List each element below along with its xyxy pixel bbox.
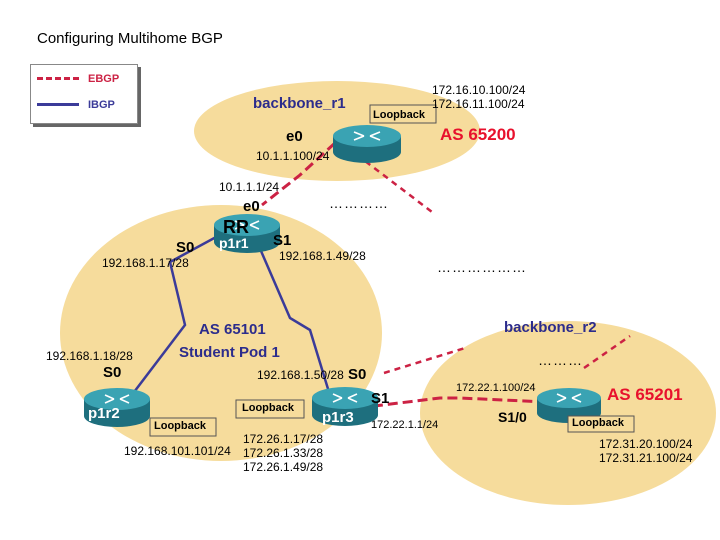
- p1r3-s1-label: S1: [371, 390, 390, 407]
- loopback-box-r2: [567, 415, 635, 433]
- p1r2-s0-label: S0: [103, 364, 122, 381]
- ibgp-link-p1r1-p1r3: [256, 243, 334, 403]
- backbone-r2-lo1: 172.31.20.100/24: [599, 437, 693, 451]
- backbone-r2-name: backbone_r2: [504, 319, 597, 336]
- ibgp-link-p1r1-p1r2: [127, 234, 219, 401]
- as65201-label: AS 65201: [607, 385, 683, 404]
- backbone-r1-loopback: Loopback: [373, 109, 425, 121]
- backbone-r1-e0-label: e0: [286, 128, 303, 145]
- ebgp-link-r1-p1r1-dotted: [347, 147, 433, 213]
- student-pod-label: Student Pod 1: [179, 344, 280, 361]
- p1r3-lo1: 172.26.1.17/28: [243, 432, 324, 446]
- p1r3-s0-ip: 192.168.1.50/28: [257, 368, 344, 382]
- ebgp-legend-line: [37, 77, 79, 80]
- ebgp-link-r1-p1r1: [261, 141, 337, 207]
- router-arrows-icon: [332, 393, 358, 403]
- p1r3-lo3: 172.26.1.49/28: [243, 460, 324, 474]
- p1r1-s0-ip: 192.168.1.17/28: [102, 256, 189, 270]
- p1r1-s1-label: S1: [273, 232, 292, 249]
- dots-3: ………: [538, 352, 583, 368]
- router-p1r1[interactable]: [214, 214, 280, 253]
- backbone-r2-s1-0-label: S1/0: [498, 409, 527, 425]
- p1r2-loopback: Loopback: [154, 420, 206, 432]
- router-backbone-r1[interactable]: [333, 125, 401, 163]
- ebgp-legend-label: EBGP: [88, 73, 120, 85]
- router-arrows-icon: [353, 131, 381, 141]
- p1r3-s1-ip: 172.22.1.1/24: [371, 419, 439, 431]
- loopback-box-p1r2: [149, 417, 217, 437]
- as65101-label: AS 65101: [199, 321, 266, 338]
- p1r1-s0-label: S0: [176, 239, 195, 256]
- ibgp-legend-label: IBGP: [88, 99, 115, 111]
- dots-2: ………………: [437, 259, 527, 275]
- ebgp-link-r2-dotted: [583, 334, 631, 370]
- ibgp-legend-line: [37, 103, 79, 106]
- router-arrows-icon: [234, 220, 260, 230]
- p1r3-lo2: 172.26.1.33/28: [243, 446, 324, 460]
- p1r1-s1-ip: 192.168.1.49/28: [279, 249, 366, 263]
- ebgp-link-pod-r2-dotted: [383, 346, 466, 375]
- p1r3-loopback: Loopback: [242, 402, 294, 414]
- legend: EBGP IBGP: [30, 64, 138, 124]
- p1r1-e0-label: e0: [243, 198, 260, 215]
- router-backbone-r2[interactable]: [537, 388, 601, 423]
- p1r2-s0-ip: 192.168.1.18/28: [46, 349, 133, 363]
- p1r2-name: p1r2: [88, 405, 120, 422]
- loopback-box-p1r3: [235, 399, 305, 419]
- backbone-r2-s1-0-ip: 172.22.1.100/24: [456, 382, 536, 394]
- p1r2-lo-ip: 192.168.101.101/24: [124, 444, 231, 458]
- diagram-title: Configuring Multihome BGP: [37, 30, 223, 47]
- p1r3-s0-label: S0: [348, 366, 367, 383]
- p1r3-name: p1r3: [322, 409, 354, 426]
- backbone-r1-lo2: 172.16.11.100/24: [432, 97, 525, 111]
- router-p1r2[interactable]: [84, 388, 150, 427]
- loopback-box-r1: [369, 104, 437, 124]
- backbone-r2-lo2: 172.31.21.100/24: [599, 451, 693, 465]
- router-arrows-icon: [104, 394, 130, 404]
- backbone-r1-lo1: 172.16.10.100/24: [432, 83, 526, 97]
- p1r1-name: p1r1: [219, 235, 249, 251]
- dots-1: …………: [329, 195, 389, 211]
- backbone-r1-e0-ip: 10.1.1.100/24: [256, 149, 330, 163]
- router-arrows-icon: [556, 393, 582, 403]
- as65200-label: AS 65200: [440, 125, 516, 144]
- ebgp-link-p1r3-r2: [357, 396, 547, 410]
- backbone-r1-name: backbone_r1: [253, 95, 346, 112]
- router-p1r3[interactable]: [312, 387, 378, 426]
- p1r1-e0-ip: 10.1.1.1/24: [219, 180, 280, 194]
- backbone-r2-loopback: Loopback: [572, 417, 624, 429]
- route-reflector-label: RR: [223, 217, 249, 237]
